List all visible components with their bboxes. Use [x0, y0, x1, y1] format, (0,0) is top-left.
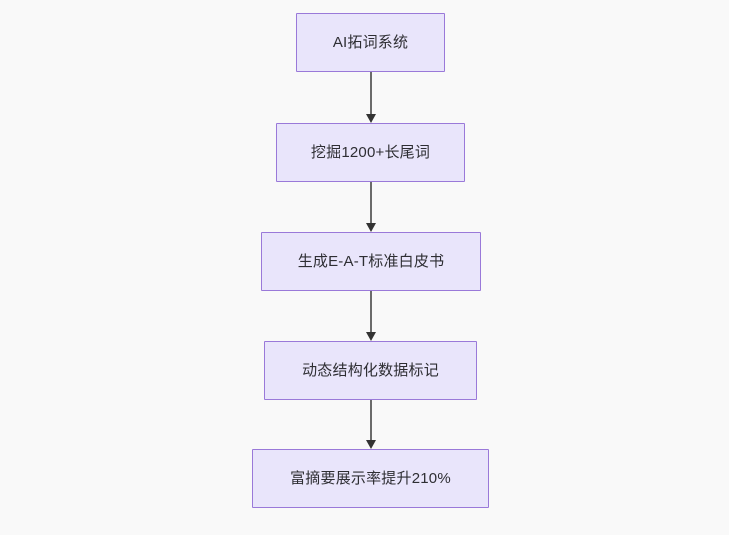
flow-edge-2 — [366, 182, 376, 232]
flow-edge-3 — [366, 291, 376, 341]
arrowhead-icon — [366, 332, 376, 341]
flow-node-5[interactable]: 富摘要展示率提升210% — [252, 449, 489, 508]
edge-line — [370, 72, 372, 115]
arrowhead-icon — [366, 223, 376, 232]
flow-node-4[interactable]: 动态结构化数据标记 — [264, 341, 477, 400]
flow-node-label: 动态结构化数据标记 — [302, 361, 439, 379]
flow-node-label: 生成E-A-T标准白皮书 — [297, 252, 445, 270]
edge-line — [370, 291, 372, 333]
flow-node-2[interactable]: 挖掘1200+长尾词 — [276, 123, 465, 182]
flow-node-3[interactable]: 生成E-A-T标准白皮书 — [261, 232, 481, 291]
edge-line — [370, 400, 372, 441]
flow-node-1[interactable]: AI拓词系统 — [296, 13, 445, 72]
arrowhead-icon — [366, 440, 376, 449]
flow-edge-4 — [366, 400, 376, 449]
flow-node-label: AI拓词系统 — [332, 33, 409, 51]
flow-node-label: 富摘要展示率提升210% — [290, 469, 451, 487]
arrowhead-icon — [366, 114, 376, 123]
edge-line — [370, 182, 372, 224]
flow-edge-1 — [366, 72, 376, 123]
flow-node-label: 挖掘1200+长尾词 — [310, 143, 431, 161]
